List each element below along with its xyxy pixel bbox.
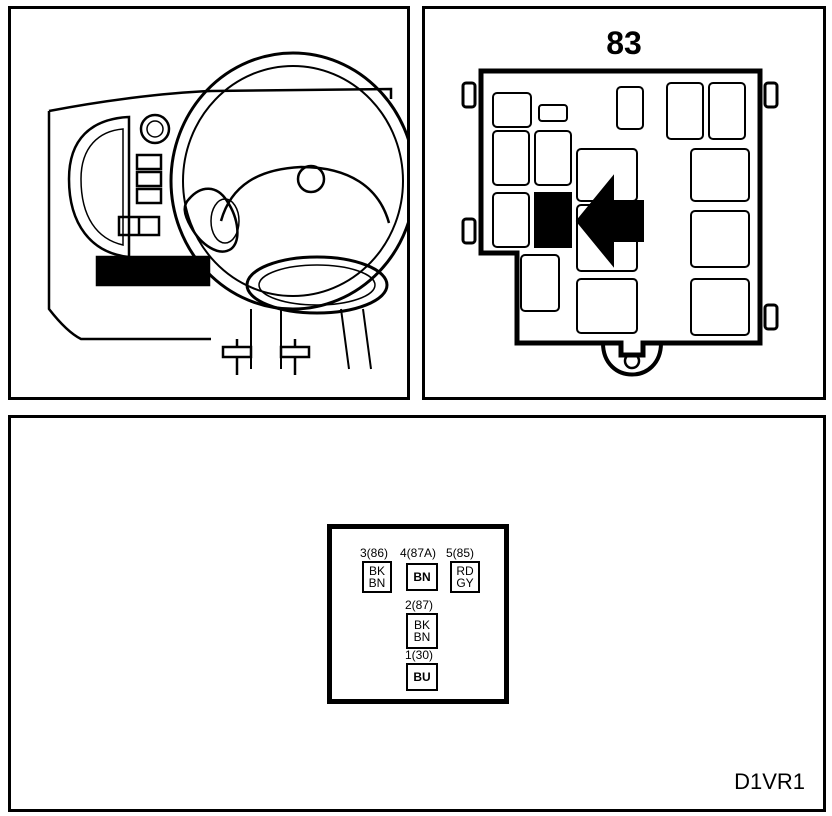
wire-color: BK	[413, 618, 430, 632]
wire-color: BK	[368, 564, 385, 578]
diagram-code: D1VR1	[734, 769, 805, 794]
connector-pinout-panel: 3(86) BK BN 4(87A) BN 5(85) RD GY 2(87) …	[8, 415, 826, 812]
pin-cell: BK BN	[362, 561, 392, 593]
pin-label: 1(30)	[405, 648, 434, 662]
wire-color: BU	[413, 670, 431, 684]
wire-color: RD	[456, 564, 474, 578]
wire-color: BN	[413, 630, 431, 644]
dashboard-location-panel	[8, 6, 410, 400]
connector-face: 3(86) BK BN 4(87A) BN 5(85) RD GY 2(87) …	[327, 524, 509, 704]
pin-cell: BK BN	[406, 613, 438, 649]
pin-label: 4(87A)	[400, 546, 437, 560]
wire-color: GY	[456, 576, 474, 590]
pin-label: 5(85)	[446, 546, 475, 560]
wire-color: BN	[413, 570, 431, 584]
pin-label: 3(86)	[360, 546, 389, 560]
pin-cell: BN	[406, 563, 438, 591]
dashboard-illustration	[47, 51, 407, 375]
fuse-box-illustration	[461, 68, 779, 377]
fuse-box-panel: 83	[422, 6, 826, 400]
pin-cell: BU	[406, 663, 438, 691]
fuse-box-number: 83	[606, 25, 642, 61]
pin-cell: RD GY	[450, 561, 480, 593]
pin-label: 2(87)	[405, 598, 434, 612]
wire-color: BN	[368, 576, 386, 590]
